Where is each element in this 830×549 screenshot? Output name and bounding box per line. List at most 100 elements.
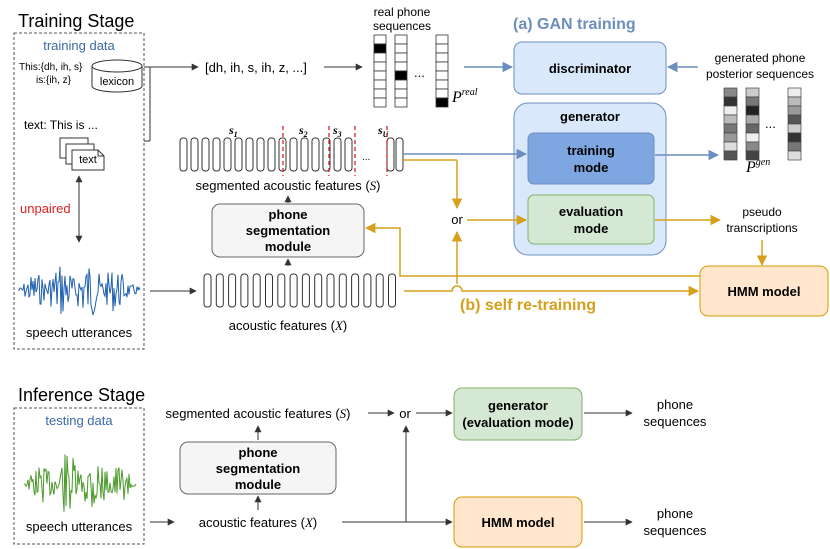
feature-bar — [338, 273, 347, 308]
one-hot-cell — [394, 79, 408, 90]
one-hot-cell — [373, 79, 387, 90]
one-hot-cell — [394, 70, 408, 81]
lexicon-entry-is: is:{ih, z} — [36, 75, 72, 86]
inference-hmm-label: HMM model — [482, 515, 555, 530]
discriminator-box — [513, 41, 667, 95]
training-hmm-label: HMM model — [728, 284, 801, 299]
posterior-cell — [787, 123, 802, 134]
testing-data-label: testing data — [45, 413, 113, 428]
feature-bar — [228, 273, 237, 308]
training-mode-label-line2: mode — [574, 160, 609, 175]
feature-bar — [252, 273, 261, 308]
posterior-cell — [723, 105, 738, 116]
one-hot-cell — [373, 88, 387, 99]
acoustic-feature-bars — [203, 273, 396, 308]
document-label: text — [79, 154, 97, 166]
one-hot-cell — [373, 61, 387, 72]
generated-phone-title-line1: generated phone — [715, 51, 806, 65]
acoustic-features-label: acoustic features (X) — [229, 318, 348, 333]
feature-bar — [375, 273, 384, 308]
training-segmentation-module — [211, 203, 365, 258]
training-data-panel — [13, 32, 145, 350]
posterior-cell — [745, 105, 760, 116]
one-hot-cell — [435, 43, 449, 54]
training-seg-module-line3: module — [265, 239, 311, 254]
self-retraining-title: (b) self re-training — [460, 297, 596, 314]
posterior-cell — [745, 87, 760, 98]
feature-bar — [300, 137, 309, 172]
feature-bar — [311, 137, 320, 172]
feature-bar — [223, 137, 232, 172]
feature-bar — [277, 273, 286, 308]
feature-bar — [344, 137, 353, 172]
evaluation-mode-label-line2: mode — [574, 221, 609, 236]
one-hot-cell — [373, 97, 387, 108]
inference-generator-line1: generator — [488, 398, 548, 413]
inference-generator-line2: (evaluation mode) — [462, 415, 573, 430]
segment-label-s1: s1 — [228, 123, 238, 139]
segment-label-s3: s3 — [332, 123, 342, 139]
one-hot-cell — [394, 61, 408, 72]
one-hot-cell — [394, 88, 408, 99]
one-hot-cell — [394, 52, 408, 63]
feature-bar — [333, 137, 342, 172]
posterior-cell — [723, 87, 738, 98]
posterior-cell — [787, 87, 802, 98]
one-hot-cell — [373, 70, 387, 81]
waveform-trace — [17, 266, 141, 316]
feature-bar — [256, 137, 265, 172]
one-hot-cell — [435, 70, 449, 81]
gan-training-title: (a) GAN training — [513, 16, 636, 33]
feature-bar — [301, 273, 310, 308]
one-hot-cell — [373, 43, 387, 54]
posterior-cell — [745, 132, 760, 143]
posterior-cell — [745, 123, 760, 134]
one-hot-cell — [394, 97, 408, 108]
one-hot-cell — [394, 43, 408, 54]
inference-seg-module-line1: phone — [239, 445, 278, 460]
inference-acoustic-label: acoustic features (X) — [199, 515, 318, 530]
one-hot-cell — [373, 34, 387, 45]
generated-phone-title-line2: posterior sequences — [706, 67, 814, 81]
segmented-ellipsis: ... — [362, 152, 370, 163]
inference-output2-line1: phone — [657, 506, 693, 521]
one-hot-cell — [435, 88, 449, 99]
posterior-cell — [723, 150, 738, 161]
feature-bar — [363, 273, 372, 308]
text-transcript-line: text: This is ... — [24, 118, 98, 132]
inference-speech-label: speech utterances — [26, 519, 133, 534]
training-mode-box — [527, 132, 655, 185]
speech-waveform-icon — [17, 266, 141, 316]
feature-bar — [201, 137, 210, 172]
posterior-cell — [787, 141, 802, 152]
feature-bar — [179, 137, 188, 172]
posterior-cell — [745, 114, 760, 125]
pseudo-label-line1: pseudo — [742, 205, 782, 219]
real-phone-title-line2: sequences — [373, 19, 431, 33]
posterior-cell — [787, 96, 802, 107]
evaluation-mode-label-line1: evaluation — [559, 204, 623, 219]
one-hot-cell — [435, 52, 449, 63]
lexicon-label: lexicon — [100, 76, 134, 88]
feature-bar — [240, 273, 249, 308]
generated-posterior-sequences — [723, 87, 802, 161]
feature-bar — [265, 273, 273, 308]
posterior-cell — [723, 141, 738, 152]
discriminator-label: discriminator — [549, 61, 631, 76]
posterior-cell — [787, 105, 802, 116]
posterior-cell — [723, 132, 738, 143]
inference-seg-module-line3: module — [235, 477, 281, 492]
waveform-trace — [23, 454, 137, 512]
feature-bar — [203, 273, 212, 308]
inference-hmm-box — [453, 496, 583, 548]
feature-bar — [386, 137, 395, 172]
unpaired-label: unpaired — [20, 201, 71, 216]
feature-bar — [351, 273, 360, 308]
segment-label-su: sU — [377, 123, 390, 139]
hmm-to-seg-module-arrow — [364, 222, 700, 277]
feature-bar — [245, 137, 254, 172]
p-gen-symbol: Pgen — [745, 157, 770, 176]
posterior-cell — [787, 150, 802, 161]
training-stage-title: Training Stage — [18, 11, 134, 31]
one-hot-cell — [435, 34, 449, 45]
